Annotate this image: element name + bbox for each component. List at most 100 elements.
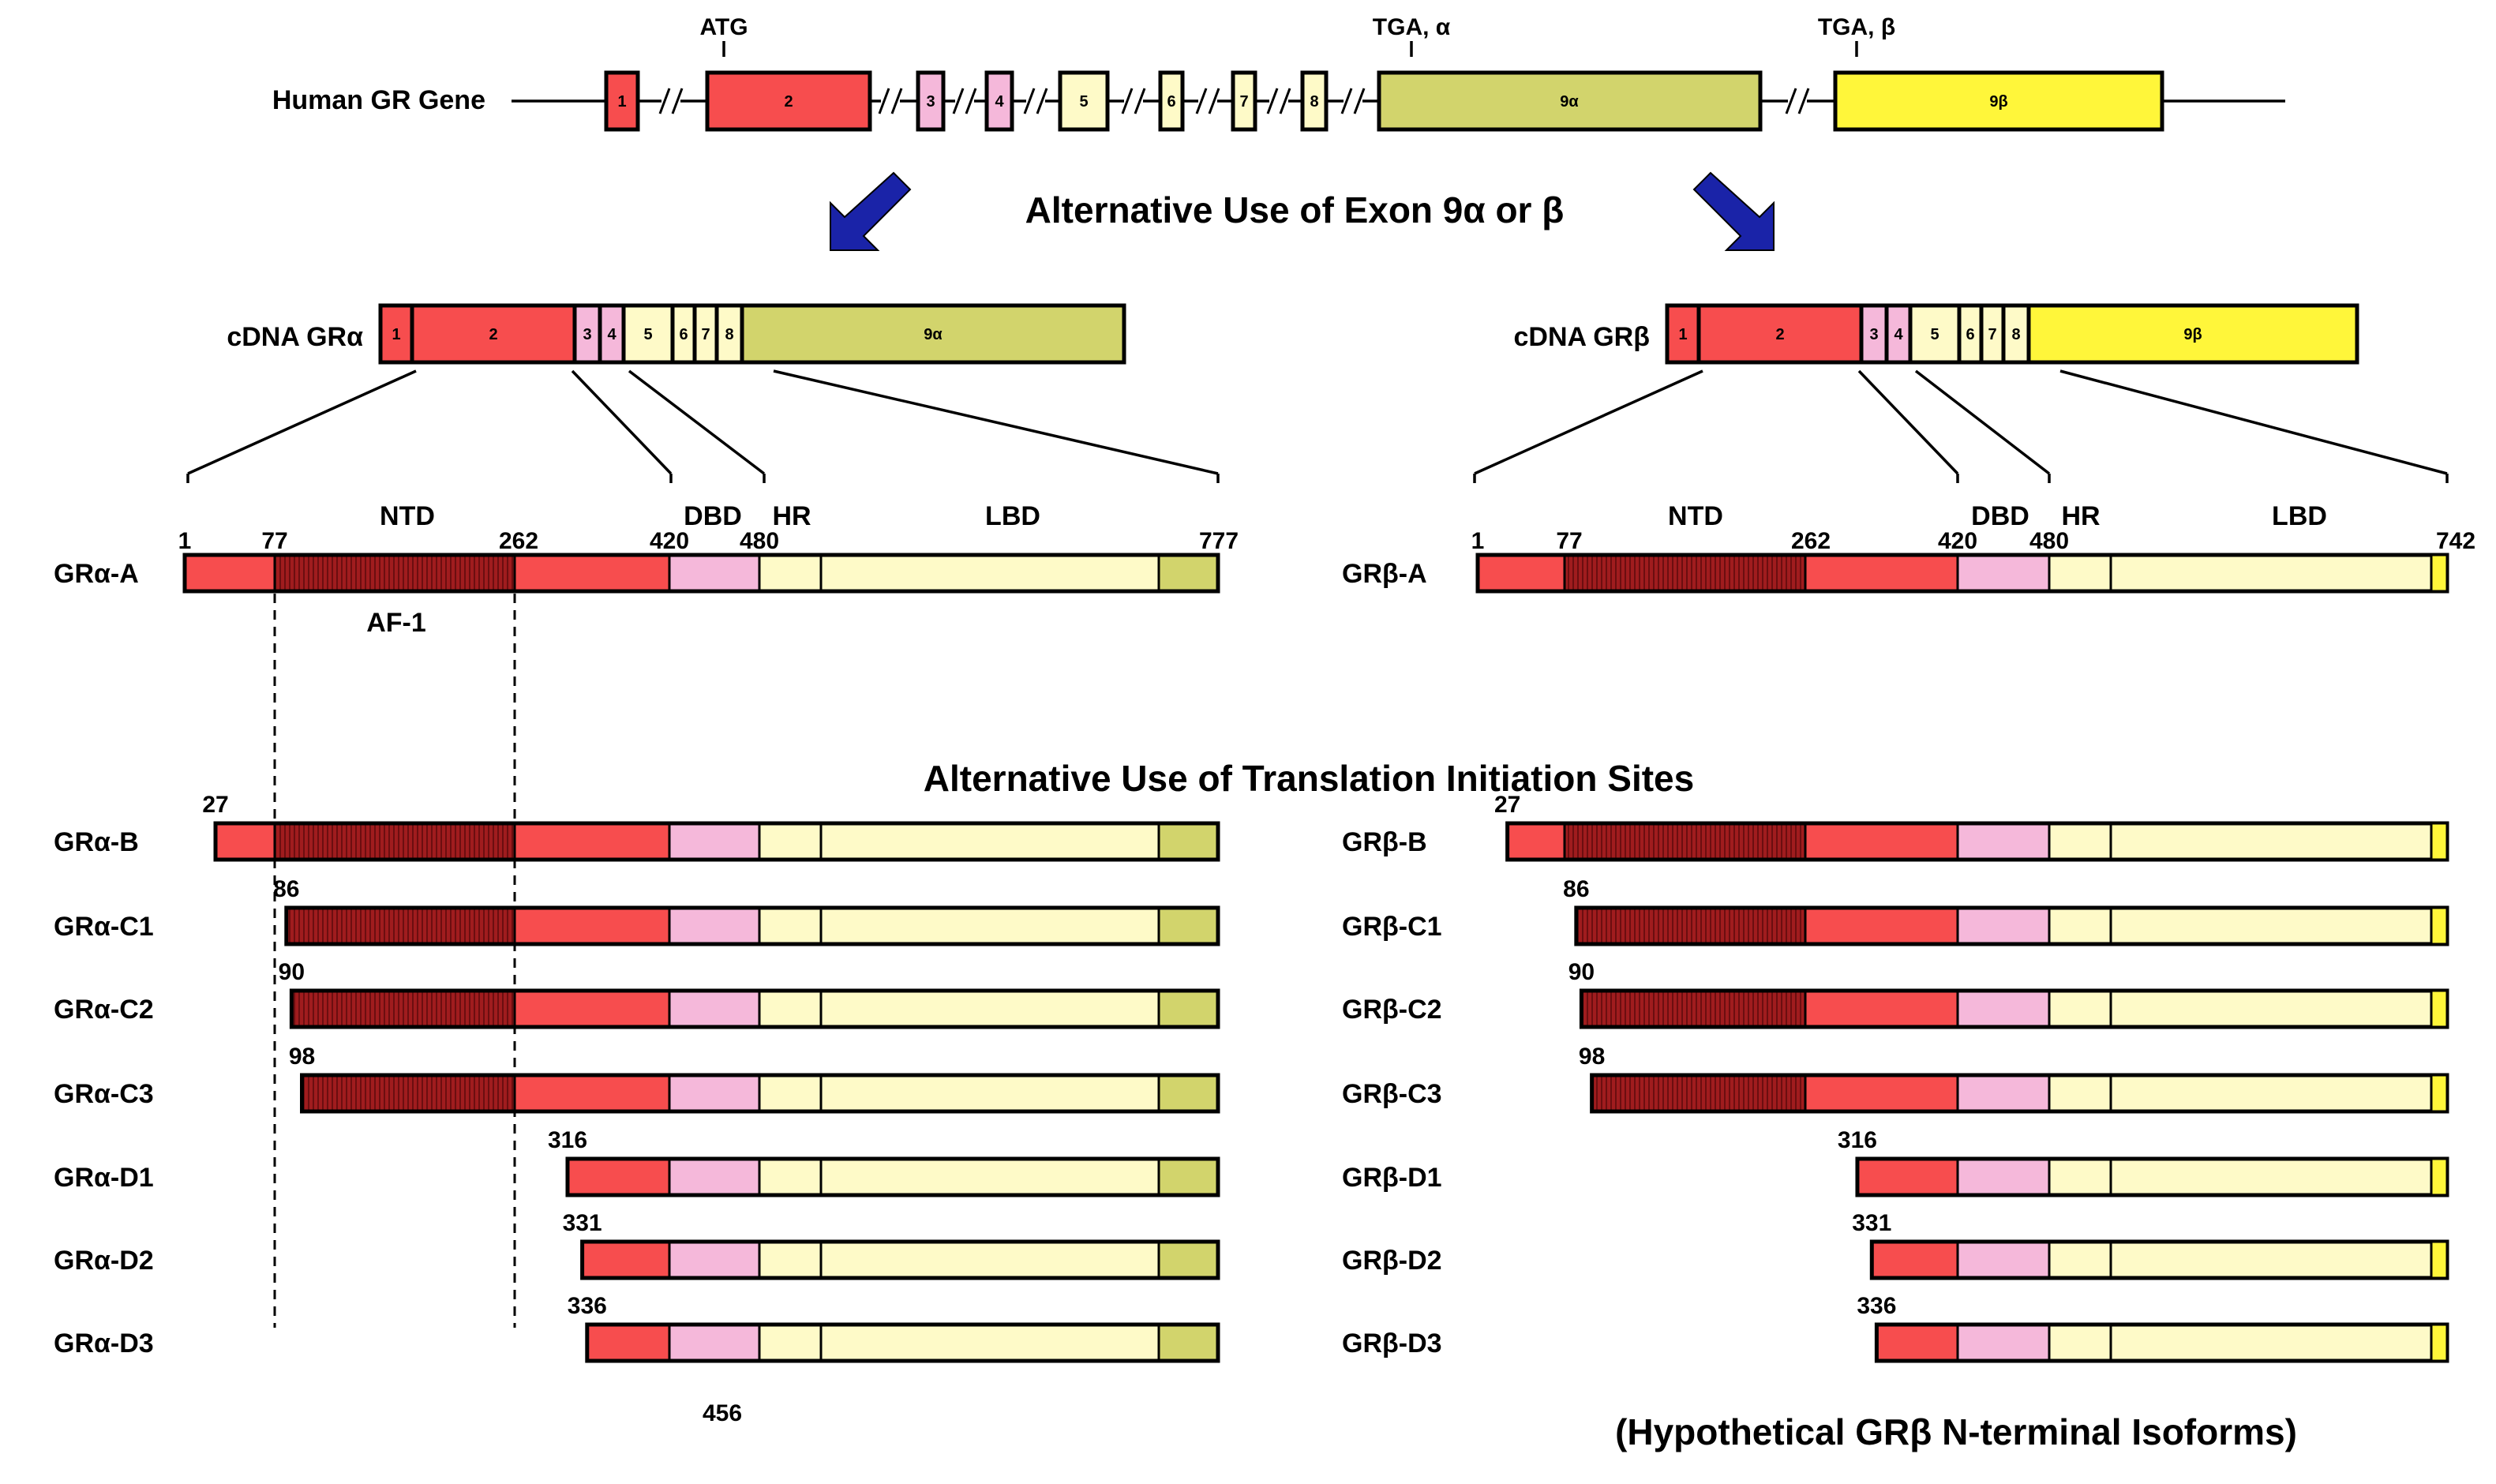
gene-exon-7-label: 7 (1239, 93, 1248, 111)
alpha-isoform-name: GRα-D3 (54, 1328, 154, 1358)
alpha-start-position-label: 86 (273, 876, 299, 902)
intron-break-6 (1195, 87, 1220, 115)
cdna-beta-exon-3-label: 3 (1869, 326, 1878, 343)
beta-isoform-rows: GRβ-AGRβ-B27GRβ-C186GRβ-C290GRβ-C398GRβ-… (1342, 553, 2449, 1363)
alpha-isoform-outline (284, 905, 1220, 946)
beta-domain-dbd (1956, 1323, 2051, 1362)
gene-exon-5-label: 5 (1079, 93, 1088, 111)
alpha-isoform-row: GRα-B27 (54, 792, 1220, 862)
cdna-beta-projection-lines (1473, 369, 2449, 483)
alpha-isoform-name: GRα-D2 (54, 1246, 154, 1276)
intron-break-8 (1340, 87, 1366, 115)
alpha-domain-dbd (668, 822, 761, 861)
beta-start-position-label: 336 (1857, 1293, 1896, 1319)
beta-isoform-name: GRβ-D3 (1342, 1328, 1442, 1358)
alpha-isoform-outline (580, 1239, 1220, 1280)
cdna-beta-exon-1 (1665, 303, 1701, 365)
beta-domain-ntd-n (1476, 553, 1566, 593)
beta-pos-77: 77 (1556, 528, 1582, 554)
beta-domain-9b-tail (2430, 906, 2449, 946)
cdna-beta-exon-7-label: 7 (1988, 326, 1996, 343)
alpha-isoform-row: GRα-A (54, 553, 1220, 594)
intron-break-3 (952, 87, 977, 115)
gene-exon-4 (984, 70, 1014, 132)
alpha-isoform-outline (182, 553, 1220, 594)
gene-exon-6-label: 6 (1167, 93, 1175, 111)
alpha-domain-hr (758, 1157, 823, 1197)
alpha-domain-ntd-c (586, 1323, 671, 1362)
alpha-pos-420: 420 (650, 528, 689, 554)
beta-domain-lbd (2109, 1074, 2449, 1113)
beta-domain-dbd (1956, 1240, 2051, 1280)
alpha-dbd-label: DBD (684, 501, 742, 531)
alpha-ntd-label: NTD (380, 501, 435, 531)
alpha-domain-ntd-c (581, 1240, 671, 1280)
beta-domain-9b-tail (2430, 822, 2449, 861)
gene-exon-6 (1158, 70, 1185, 132)
beta-domain-ntd-c (1870, 1240, 1959, 1280)
cdna-alpha-label: cDNA GRα (227, 322, 363, 352)
intron-break-9 (1785, 87, 1810, 115)
beta-hr-label: HR (2061, 501, 2100, 531)
alpha-position-labels: 1 77 262 420 480 777 (178, 528, 1239, 554)
alpha-domain-lbd (819, 1240, 1160, 1280)
heading-alt-exon: Alternative Use of Exon 9α or β (1025, 189, 1565, 230)
cdna-beta-exon-5-label: 5 (1930, 326, 1939, 343)
alpha-domain-ntd-c (513, 553, 671, 593)
alpha-domain-dbd (668, 1323, 761, 1362)
cdna-beta-exon-3 (1859, 303, 1889, 365)
cdna-beta-exon-2-label: 2 (1775, 326, 1784, 343)
beta-isoform-name: GRβ-C3 (1342, 1079, 1442, 1109)
beta-start-position-label: 27 (1494, 792, 1520, 818)
alpha-domain-tail (1157, 822, 1220, 861)
beta-start-position-label: 86 (1563, 876, 1589, 902)
cdna-alpha-exon-8-label: 8 (725, 326, 733, 343)
beta-domain-dbd (1956, 822, 2051, 861)
alpha-domain-af1 (301, 1074, 516, 1113)
cdna-alpha: cDNA GRα 1 2 3 4 5 6 7 8 9α (186, 303, 1220, 483)
alpha-isoform-name: GRα-C3 (54, 1079, 154, 1109)
alpha-isoform-outline (585, 1322, 1220, 1363)
tga-alpha-label: TGA, α (1373, 14, 1451, 40)
arrow-right-icon (1692, 171, 1775, 251)
beta-domain-lbd (2109, 1240, 2449, 1280)
beta-isoform-name: GRβ-B (1342, 827, 1427, 857)
heading-hypothetical: (Hypothetical GRβ N-terminal Isoforms) (1615, 1411, 2297, 1452)
beta-domain-hr (2048, 1157, 2112, 1197)
alpha-domain-lbd (819, 822, 1160, 861)
beta-domain-lbd (2109, 553, 2449, 593)
beta-domain-ntd-c (1804, 989, 1959, 1029)
gene-exon-2-label: 2 (784, 93, 793, 111)
cdna-alpha-exon-4-label: 4 (607, 326, 617, 343)
gene-exon-4-label: 4 (995, 93, 1004, 111)
alpha-start-position-label: 27 (202, 792, 228, 818)
alpha-domain-af1 (273, 553, 516, 593)
intron-break-7 (1266, 87, 1291, 115)
alpha-pos-262: 262 (499, 528, 538, 554)
beta-isoform-name: GRβ-D2 (1342, 1246, 1442, 1276)
beta-isoform-row: GRβ-A (1342, 553, 2449, 594)
beta-pos-420: 420 (1938, 528, 1977, 554)
cdna-beta-exon-9b (2026, 303, 2359, 365)
alpha-domain-ntd-n (214, 822, 276, 861)
alpha-pos-777: 777 (1199, 528, 1239, 554)
beta-start-position-label: 316 (1838, 1127, 1877, 1153)
beta-domain-ntd-c (1804, 822, 1959, 861)
beta-ntd-label: NTD (1668, 501, 1723, 531)
alpha-domain-lbd (819, 553, 1160, 593)
beta-pos-1: 1 (1471, 528, 1485, 554)
alpha-isoform-rows: GRα-AGRα-B27GRα-C186GRα-C290GRα-C398GRα-… (54, 553, 1220, 1363)
gene-exon-7 (1231, 70, 1257, 132)
beta-domain-af1 (1563, 553, 1807, 593)
beta-domain-af1 (1591, 1074, 1807, 1113)
alpha-domain-tail (1157, 553, 1220, 593)
gene-exon-8-label: 8 (1310, 93, 1318, 111)
alpha-domain-header: NTD DBD HR LBD (380, 501, 1040, 531)
beta-isoform-name: GRβ-A (1342, 559, 1427, 589)
